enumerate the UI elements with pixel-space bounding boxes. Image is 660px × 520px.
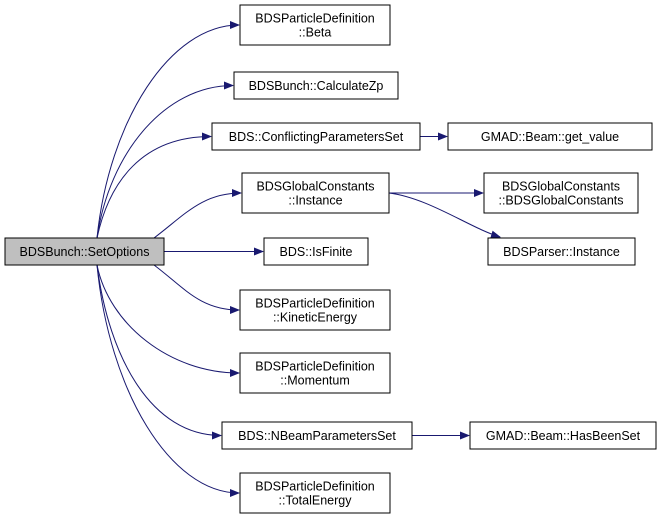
node-label-line: BDSParticleDefinition bbox=[255, 360, 375, 374]
node-label-line: BDSParticleDefinition bbox=[255, 297, 375, 311]
node-label-line: ::KineticEnergy bbox=[273, 311, 358, 325]
node-label-line: BDSParser::Instance bbox=[503, 245, 620, 259]
node-isfinite[interactable]: BDS::IsFinite bbox=[263, 237, 369, 266]
edge-root-to-calczp bbox=[96, 81, 234, 239]
node-box bbox=[233, 71, 399, 100]
node-label-line: GMAD::Beam::get_value bbox=[481, 130, 619, 144]
node-label-line: BDSBunch::CalculateZp bbox=[249, 79, 384, 93]
node-label-line: BDS::NBeamParametersSet bbox=[238, 429, 396, 443]
node-label-line: BDSGlobalConstants bbox=[256, 180, 374, 194]
node-label-line: BDS::IsFinite bbox=[280, 245, 353, 259]
node-label-line: BDSParticleDefinition bbox=[255, 480, 375, 494]
node-label-line: ::Instance bbox=[288, 194, 342, 208]
node-gcinst[interactable]: BDSGlobalConstants::Instance bbox=[241, 172, 390, 214]
node-kinetic[interactable]: BDSParticleDefinition::KineticEnergy bbox=[239, 289, 391, 331]
node-label-line: BDSGlobalConstants bbox=[502, 180, 620, 194]
node-root[interactable]: BDSBunch::SetOptions bbox=[4, 237, 165, 266]
node-box bbox=[239, 4, 391, 46]
node-box bbox=[221, 421, 413, 450]
node-box bbox=[469, 421, 657, 450]
edge-root-to-kinetic bbox=[153, 264, 240, 314]
node-box bbox=[263, 237, 369, 266]
edge-gcinst-to-parserinst bbox=[388, 192, 501, 239]
node-box bbox=[239, 289, 391, 331]
edge-root-to-gcinst bbox=[153, 189, 242, 239]
node-calczp[interactable]: BDSBunch::CalculateZp bbox=[233, 71, 399, 100]
node-total[interactable]: BDSParticleDefinition::TotalEnergy bbox=[239, 472, 391, 514]
edge-root-to-momentum bbox=[96, 264, 240, 377]
edge-root-to-conflict bbox=[96, 132, 212, 239]
node-label-line: ::Beta bbox=[299, 26, 332, 40]
node-momentum[interactable]: BDSParticleDefinition::Momentum bbox=[239, 352, 391, 394]
node-label-line: BDSBunch::SetOptions bbox=[20, 245, 150, 259]
node-label-line: BDSParticleDefinition bbox=[255, 12, 375, 26]
edge-root-to-nbeam bbox=[96, 264, 222, 440]
node-box bbox=[4, 237, 165, 266]
edge-layer bbox=[96, 21, 501, 497]
node-label-line: ::BDSGlobalConstants bbox=[498, 194, 623, 208]
node-box bbox=[487, 237, 636, 266]
node-label-line: ::Momentum bbox=[280, 374, 349, 388]
node-box bbox=[211, 122, 421, 151]
node-box bbox=[483, 172, 639, 214]
node-layer: BDSBunch::SetOptionsBDSParticleDefinitio… bbox=[4, 4, 657, 514]
node-label-line: BDS::ConflictingParametersSet bbox=[229, 130, 404, 144]
node-label-line: GMAD::Beam::HasBeenSet bbox=[486, 429, 641, 443]
node-label-line: ::TotalEnergy bbox=[279, 494, 353, 508]
node-hasbeenset[interactable]: GMAD::Beam::HasBeenSet bbox=[469, 421, 657, 450]
node-box bbox=[241, 172, 390, 214]
node-gcctor[interactable]: BDSGlobalConstants::BDSGlobalConstants bbox=[483, 172, 639, 214]
node-box bbox=[447, 122, 653, 151]
node-parserinst[interactable]: BDSParser::Instance bbox=[487, 237, 636, 266]
node-conflict[interactable]: BDS::ConflictingParametersSet bbox=[211, 122, 421, 151]
node-box bbox=[239, 352, 391, 394]
node-nbeam[interactable]: BDS::NBeamParametersSet bbox=[221, 421, 413, 450]
node-getvalue[interactable]: GMAD::Beam::get_value bbox=[447, 122, 653, 151]
edge-root-to-beta bbox=[96, 21, 240, 239]
edge-root-to-total bbox=[96, 264, 240, 497]
node-beta[interactable]: BDSParticleDefinition::Beta bbox=[239, 4, 391, 46]
node-box bbox=[239, 472, 391, 514]
